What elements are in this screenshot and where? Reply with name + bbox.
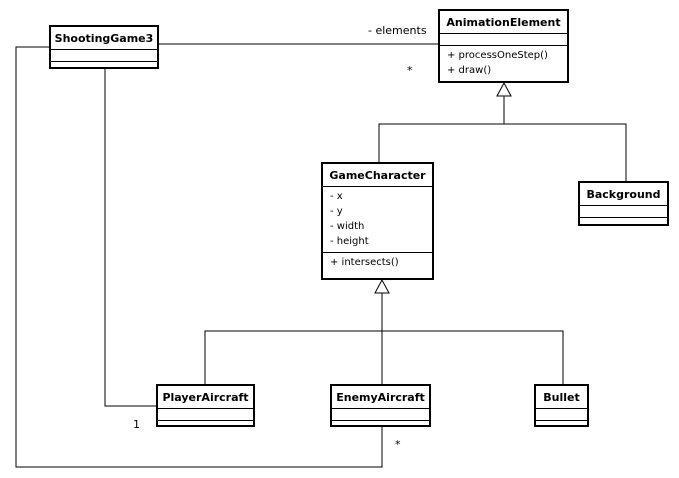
class-name: AnimationElement	[440, 11, 567, 34]
multiplicity-player: 1	[133, 418, 140, 431]
operations-compartment	[536, 421, 587, 432]
class-bullet[interactable]: Bullet	[534, 384, 589, 427]
operations-compartment: + processOneStep() + draw()	[440, 46, 567, 81]
attributes-compartment	[158, 409, 253, 421]
operations-compartment: + intersects()	[323, 253, 432, 273]
attributes-compartment	[51, 50, 157, 62]
operations-compartment	[580, 218, 667, 229]
operations-compartment	[332, 421, 429, 432]
class-shooting-game3[interactable]: ShootingGame3	[49, 25, 159, 69]
class-name: Background	[580, 183, 667, 206]
class-player-aircraft[interactable]: PlayerAircraft	[156, 384, 255, 427]
class-name: GameCharacter	[323, 164, 432, 187]
operation: + processOneStep()	[447, 50, 548, 61]
class-enemy-aircraft[interactable]: EnemyAircraft	[330, 384, 431, 427]
class-game-character[interactable]: GameCharacter - x - y - width - height +…	[321, 162, 434, 280]
attributes-compartment	[580, 206, 667, 218]
operation: + draw()	[447, 65, 492, 76]
attributes-compartment	[440, 34, 567, 46]
operation: + intersects()	[330, 257, 399, 268]
operations-compartment	[158, 421, 253, 432]
class-name: ShootingGame3	[51, 27, 157, 50]
operations-compartment	[51, 62, 157, 73]
attribute: - width	[330, 221, 365, 232]
attribute: - height	[330, 236, 369, 247]
class-name: Bullet	[536, 386, 587, 409]
generalization-arrow-animation	[496, 81, 512, 97]
class-background[interactable]: Background	[578, 181, 669, 226]
class-name: EnemyAircraft	[332, 386, 429, 409]
multiplicity-elements: *	[407, 64, 413, 77]
generalization-animation-element	[378, 123, 627, 181]
association-player	[104, 68, 156, 407]
attributes-compartment	[332, 409, 429, 421]
attribute: - x	[330, 191, 343, 202]
attributes-compartment	[536, 409, 587, 421]
generalization-game-character	[204, 330, 564, 384]
generalization-arrow-game-character	[374, 278, 390, 294]
attributes-compartment: - x - y - width - height	[323, 187, 432, 253]
multiplicity-enemy: *	[395, 438, 401, 451]
role-label-elements: - elements	[368, 24, 427, 37]
association-enemy	[15, 46, 383, 468]
attribute: - y	[330, 206, 343, 217]
class-name: PlayerAircraft	[158, 386, 253, 409]
class-animation-element[interactable]: AnimationElement + processOneStep() + dr…	[438, 9, 569, 83]
